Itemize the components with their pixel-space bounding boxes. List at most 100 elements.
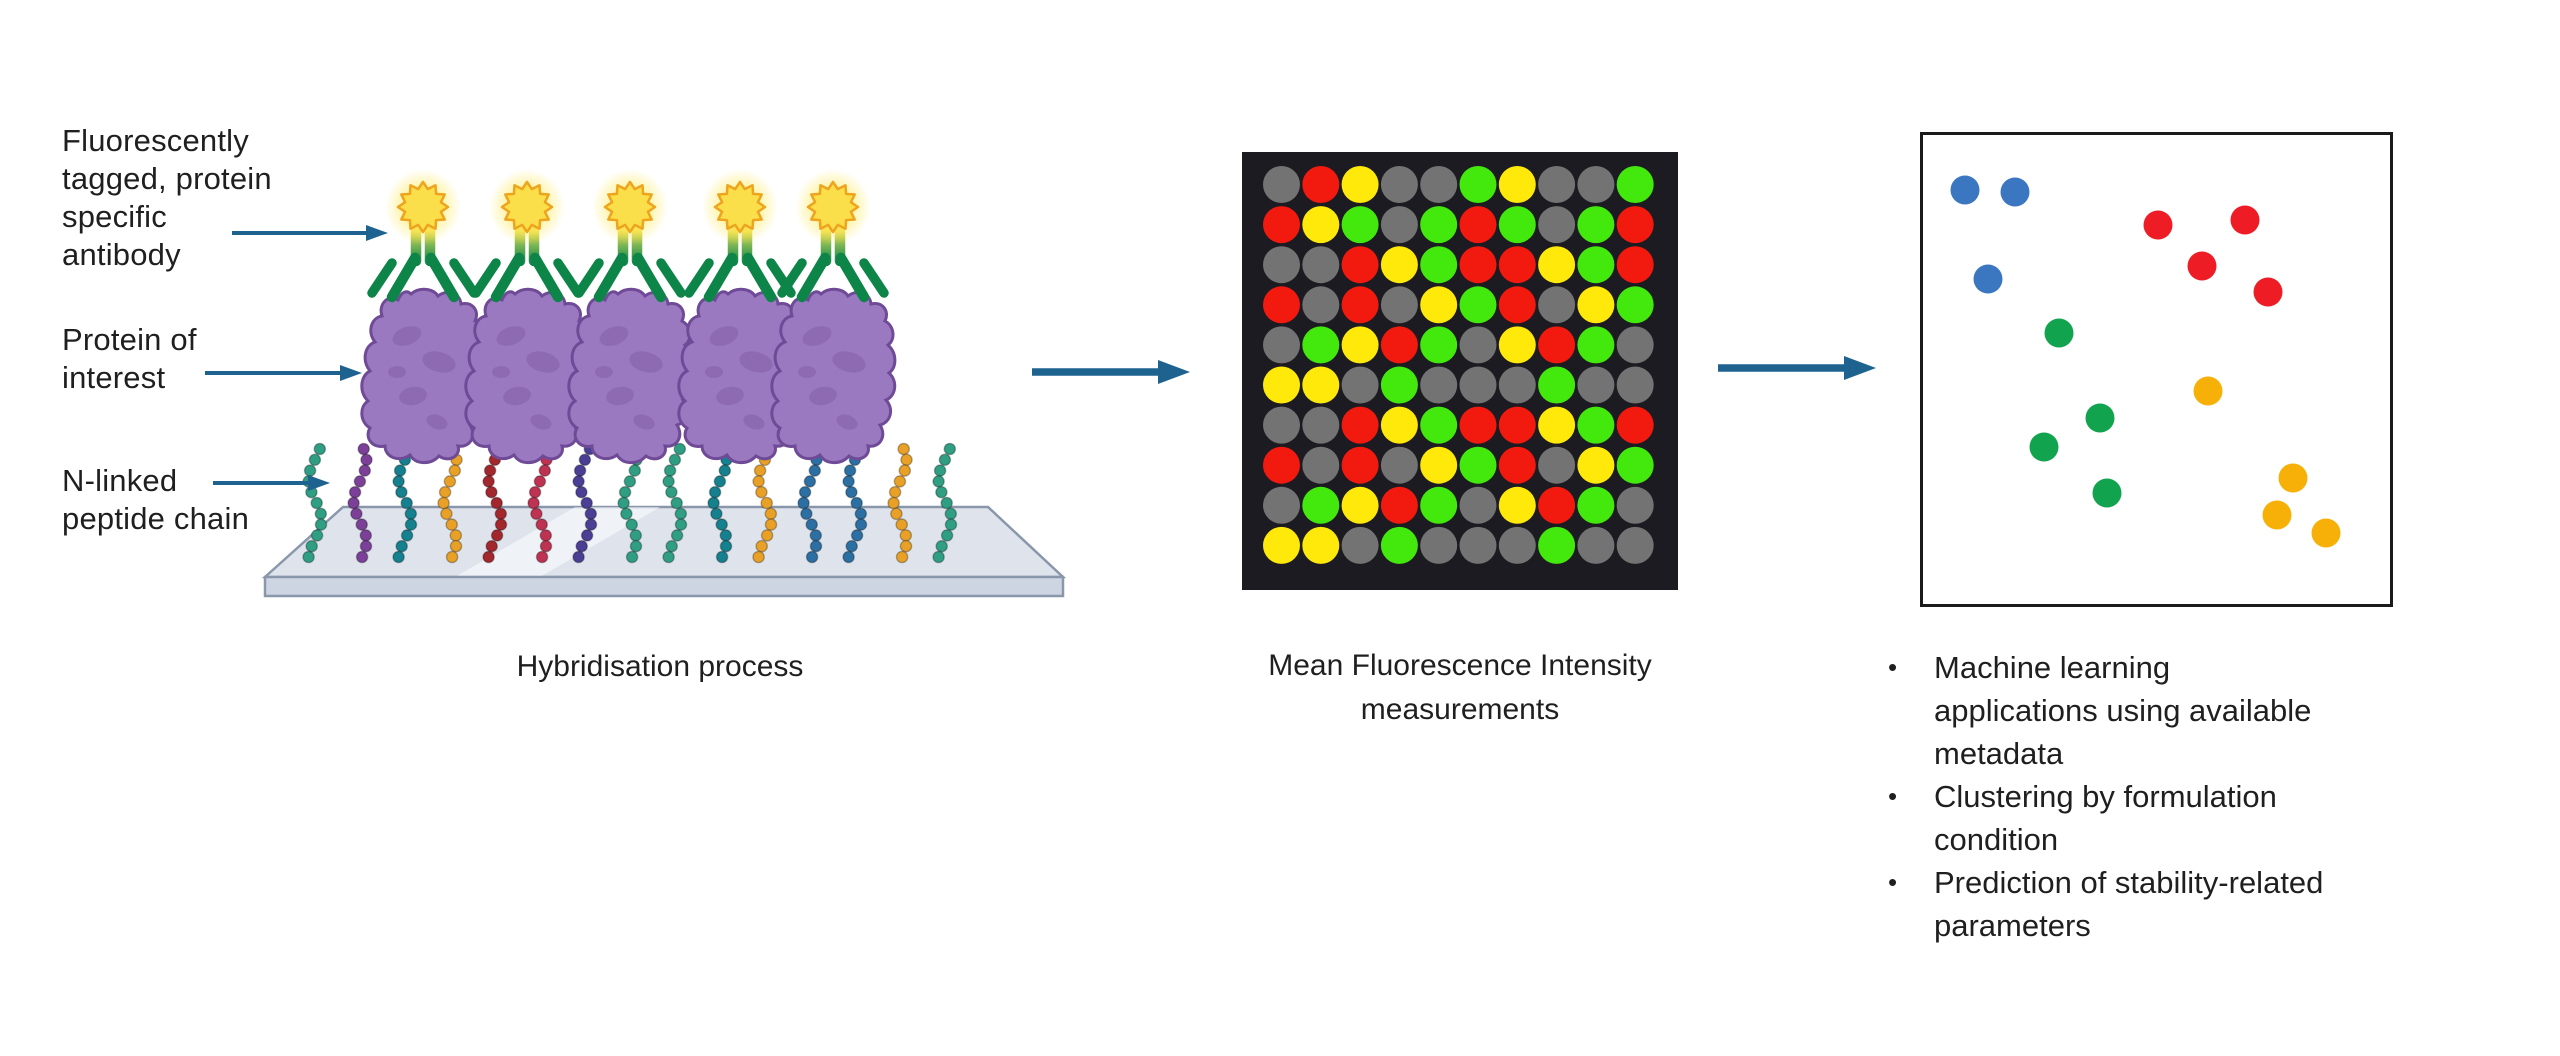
peptide-bead: [400, 529, 414, 542]
protein-texture: [716, 386, 744, 406]
peptide-bead: [623, 475, 637, 488]
array-spot: [1459, 526, 1497, 564]
peptide-bead: [752, 475, 765, 488]
fluorophore-star-icon: [713, 180, 767, 234]
antibody: [471, 169, 583, 303]
array-spot: [1302, 206, 1340, 244]
peptide-bead: [670, 529, 684, 542]
peptide-bead: [494, 507, 508, 521]
peptide-bead: [493, 442, 507, 456]
array-spot: [1459, 486, 1497, 524]
slide-top-face: [261, 505, 1067, 579]
peptide-bead: [448, 464, 462, 477]
scatter-point-yellow: [2311, 518, 2341, 548]
peptide-bead: [314, 507, 328, 521]
peptide-bead: [715, 518, 729, 531]
peptide-bead: [625, 550, 639, 564]
peptide-bead: [305, 485, 318, 499]
clustering-scatter-plot: [1920, 132, 2393, 607]
peptide-bead: [404, 518, 418, 531]
antibody-light-chain: [367, 258, 397, 298]
array-spot: [1459, 286, 1497, 324]
peptide-bead: [485, 485, 498, 499]
peptide-bead: [899, 539, 913, 553]
protein-body: [567, 287, 694, 465]
array-spot: [1459, 446, 1497, 484]
bullet-text-line: Prediction of stability-related: [1934, 865, 2324, 900]
array-spot: [1263, 326, 1300, 364]
peptide-bead: [629, 529, 643, 542]
peptide-bead: [310, 529, 324, 542]
array-spot: [1380, 526, 1418, 564]
protein-body: [464, 287, 591, 465]
peptide-bead: [899, 529, 913, 542]
scatter-point-blue: [1973, 264, 2003, 294]
peptide-bead: [933, 464, 947, 477]
array-spot: [1341, 446, 1379, 484]
array-spot: [1538, 366, 1576, 404]
peptide-bead: [302, 475, 315, 488]
peptide-bead: [627, 442, 641, 456]
tagged-antibodies: [367, 169, 889, 303]
antibody-light-chain: [553, 258, 583, 298]
peptide-bead: [447, 442, 461, 456]
peptide-bead: [539, 529, 553, 542]
array-spot: [1498, 166, 1536, 203]
peptide-bead: [710, 507, 723, 521]
peptide-bead: [897, 442, 911, 456]
fluorophore-glow: [702, 169, 778, 245]
antibody-light-chain: [777, 258, 807, 298]
protein-texture: [595, 366, 613, 378]
peptide-chain: [707, 442, 733, 564]
peptide-bead: [853, 442, 867, 456]
peptide-bead: [940, 529, 954, 542]
peptide-bead: [845, 485, 858, 499]
scatter-point-green: [2092, 478, 2122, 508]
peptide-bead: [662, 475, 675, 488]
peptide-bead: [843, 464, 857, 477]
peptide-bead: [758, 453, 772, 467]
peptide-bead: [932, 550, 945, 564]
peptide-bead: [482, 475, 495, 488]
peptide-bead: [395, 539, 409, 553]
bullet-marker: •: [1888, 652, 1898, 682]
array-spot: [1341, 166, 1379, 203]
peptide-bead: [888, 485, 902, 499]
array-spot: [1498, 246, 1536, 284]
scatter-point-red: [2230, 205, 2260, 235]
protein-blob: [360, 287, 487, 465]
peptide-bead: [670, 496, 684, 510]
peptide-bead: [854, 518, 868, 531]
antibody: [684, 169, 796, 303]
peptide-bead: [625, 518, 639, 531]
peptide-bead: [718, 464, 732, 477]
array-spot: [1577, 326, 1615, 364]
peptide-bead: [400, 496, 414, 510]
array-spot: [1538, 446, 1576, 484]
array-spot: [1380, 326, 1418, 364]
array-spot: [1302, 446, 1340, 484]
array-spot: [1577, 206, 1615, 244]
protein-texture: [633, 414, 655, 430]
protein-blob: [464, 287, 591, 465]
peptide-bead: [403, 442, 417, 456]
microarray-panel: [1242, 152, 1678, 590]
antibody-arm: [386, 252, 421, 303]
fluorophore-star-icon: [500, 180, 554, 234]
peptide-bead: [575, 485, 588, 499]
protein-texture: [503, 386, 531, 406]
peptide-bead: [753, 464, 767, 477]
peptide-bead: [807, 442, 821, 456]
peptide-bead: [539, 539, 553, 553]
peptide-bead: [944, 518, 958, 531]
protein-texture: [496, 326, 526, 346]
array-spot: [1538, 406, 1576, 444]
array-spot: [1498, 446, 1536, 484]
peptide-bead: [764, 507, 778, 521]
bullet-marker: •: [1888, 781, 1898, 811]
array-spot: [1302, 326, 1340, 364]
peptide-bead: [845, 539, 859, 553]
